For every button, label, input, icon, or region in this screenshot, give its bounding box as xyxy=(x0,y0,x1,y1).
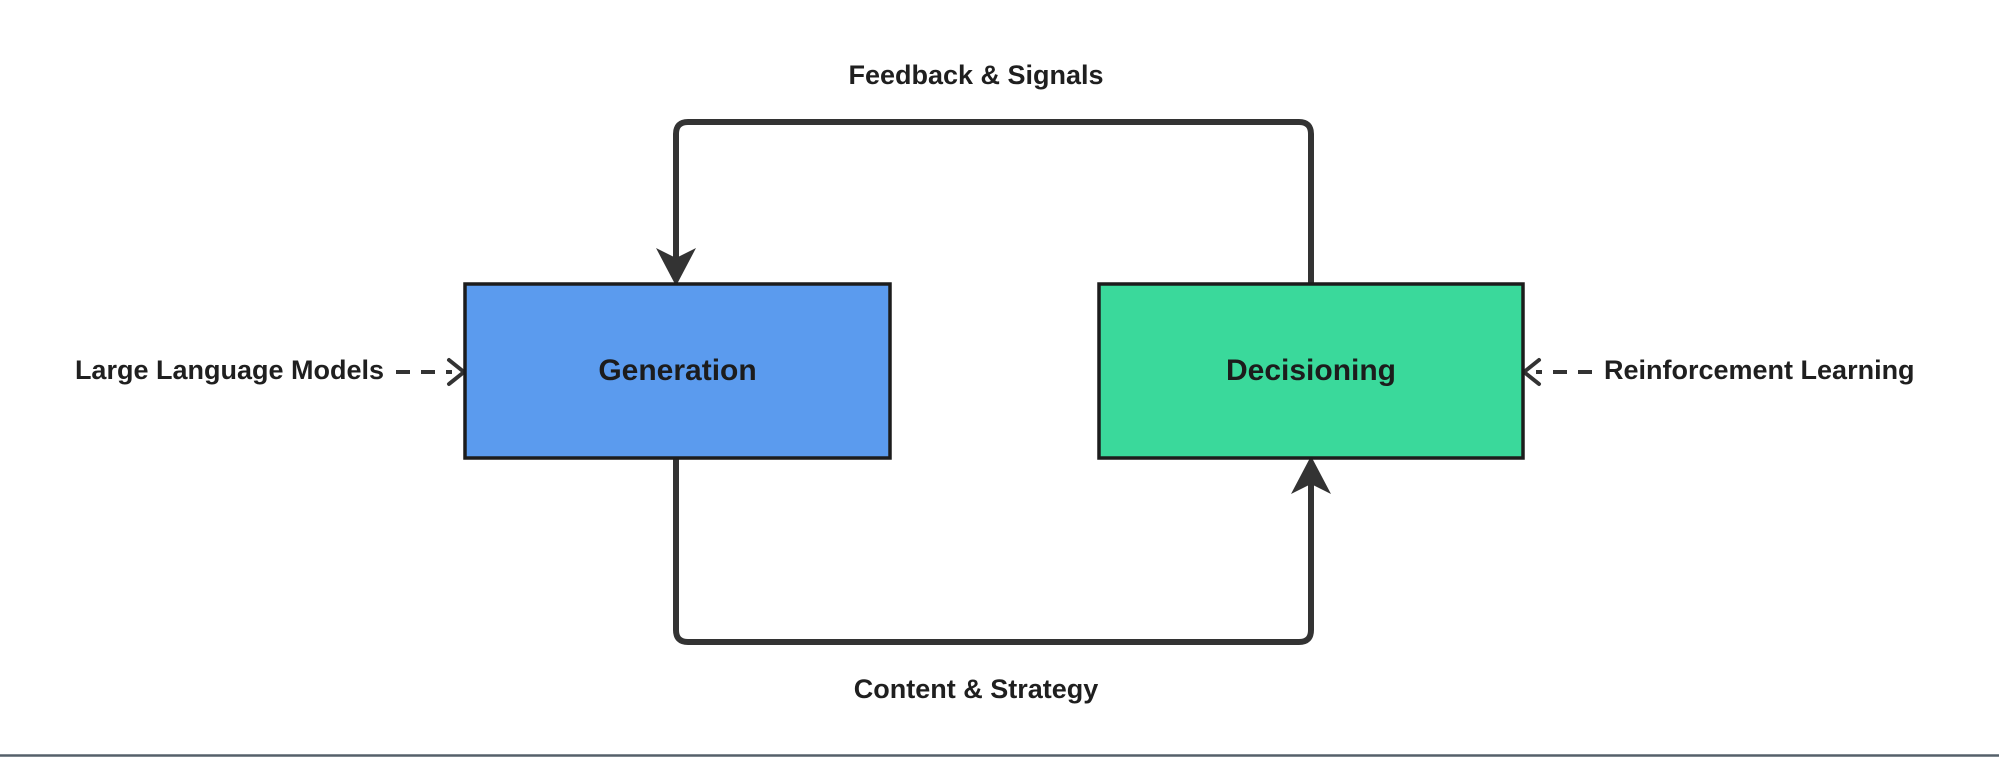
node-generation-box[interactable] xyxy=(463,282,892,460)
edge-label-large-language-models: Large Language Models xyxy=(75,355,384,385)
node-generation[interactable]: Generation xyxy=(463,282,892,460)
node-decisioning[interactable]: Decisioning xyxy=(1097,282,1525,460)
edge-reinforcement-learning: Reinforcement Learning xyxy=(1522,355,1915,386)
edge-large-language-models: Large Language Models xyxy=(75,355,466,386)
edge-label-reinforcement-learning: Reinforcement Learning xyxy=(1604,355,1915,385)
edge-feedback-signals: Feedback & Signals xyxy=(656,60,1314,286)
edge-feedback-signals-path xyxy=(673,119,1314,284)
edge-label-feedback-signals: Feedback & Signals xyxy=(848,60,1103,90)
edge-content-strategy: Content & Strategy xyxy=(673,456,1331,704)
node-decisioning-box[interactable] xyxy=(1097,282,1525,460)
edge-content-strategy-path xyxy=(673,458,1314,645)
edge-feedback-signals-arrowhead xyxy=(656,248,696,286)
node-generation-label: Generation xyxy=(598,354,756,387)
edge-content-strategy-arrowhead xyxy=(1291,456,1331,494)
node-decisioning-label: Decisioning xyxy=(1226,354,1396,387)
edge-label-content-strategy: Content & Strategy xyxy=(854,674,1099,704)
